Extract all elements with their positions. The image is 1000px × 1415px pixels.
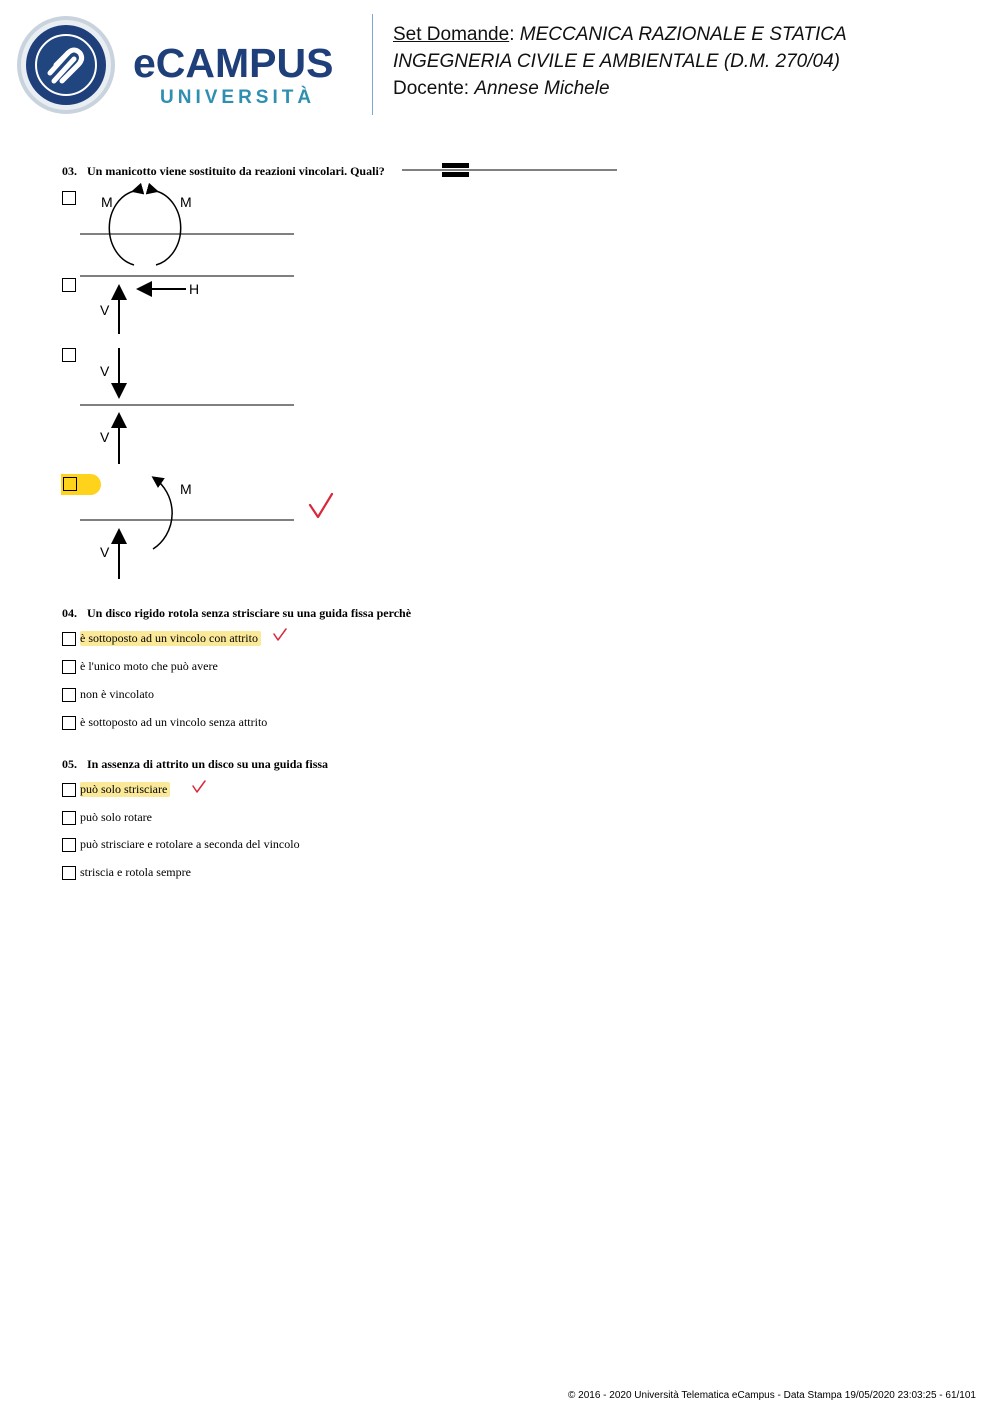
set-label: Set Domande [393,24,510,45]
q05-option-1-label[interactable]: può solo strisciare [80,782,171,797]
q03-opt1-label-m-left: M [101,194,113,210]
teacher-name: Annese Michele [474,78,610,99]
course-name: MECCANICA RAZIONALE E STATICA [519,24,847,45]
brand-subtitle: UNIVERSITÀ [160,87,316,108]
q04-option-1-checkbox[interactable] [62,632,76,646]
header-divider [372,14,373,115]
page-footer: © 2016 - 2020 Università Telematica eCam… [568,1390,976,1401]
q03-option-3-diagram [80,348,294,464]
question-text: Un disco rigido rotola senza strisciare … [87,606,412,620]
q03-option-4-checkbox[interactable] [63,477,77,491]
q03-correct-check-icon [308,492,334,519]
q05-option-2-checkbox[interactable] [62,811,76,825]
degree-name: INGEGNERIA CIVILE E AMBIENTALE (D.M. 270… [393,51,840,72]
question-03-rule [402,163,617,177]
q04-option-1-label[interactable]: è sottoposto ad un vincolo con attrito [80,631,261,646]
question-number: 03. [62,164,77,178]
q04-option-3-label[interactable]: non è vincolato [80,687,154,701]
teacher-label: Docente: [393,78,475,99]
q03-option-1-diagram [80,182,294,266]
q05-option-1-checkbox[interactable] [62,783,76,797]
question-number: 04. [62,606,77,620]
q03-opt2-label-v: V [100,302,110,318]
q03-opt2-label-h: H [189,281,200,297]
q05-option-2-label[interactable]: può solo rotare [80,810,152,824]
university-seal-logo [17,16,115,114]
q03-opt3-label-v-top: V [100,363,110,379]
q03-option-2-checkbox[interactable] [62,278,76,292]
q03-opt4-label-v: V [100,544,110,560]
q04-option-3-checkbox[interactable] [62,688,76,702]
q03-option-2-diagram [80,275,294,334]
question-03-title: 03. Un manicotto viene sostituito da reaz… [62,164,385,179]
question-05-title: 05. In assenza di attrito un disco su una… [62,757,328,772]
q05-option-4-checkbox[interactable] [62,866,76,880]
q03-opt1-label-m-right: M [180,194,192,210]
q05-option-4-label[interactable]: striscia e rotola sempre [80,865,191,879]
q03-opt4-label-m: M [180,481,192,497]
q05-option-3-checkbox[interactable] [62,838,76,852]
q04-option-2-checkbox[interactable] [62,660,76,674]
q03-option-3-checkbox[interactable] [62,348,76,362]
question-text: In assenza di attrito un disco su una gu… [87,757,329,771]
question-04-title: 04. Un disco rigido rotola senza striscia… [62,606,411,621]
q04-option-4-checkbox[interactable] [62,716,76,730]
header-line-1: Set Domande: MECCANICA RAZIONALE E STATI… [393,24,847,45]
question-text: Un manicotto viene sostituito da reazion… [87,164,385,178]
ecampus-brand: eCAMPUS UNIVERSITÀ [133,40,358,112]
q03-opt3-label-v-bottom: V [100,429,110,445]
q03-option-4-diagram [80,476,294,579]
question-number: 05. [62,757,77,771]
q03-option-4-highlight [61,474,101,495]
brand-name: eCAMPUS [133,40,334,86]
q05-correct-check-icon [192,780,206,793]
q04-option-4-label[interactable]: è sottoposto ad un vincolo senza attrito [80,715,268,729]
header-line-2: INGEGNERIA CIVILE E AMBIENTALE (D.M. 270… [393,51,840,73]
header-line-3: Docente: Annese Michele [393,78,610,100]
page-header: eCAMPUS UNIVERSITÀ Set Domande: MECCANIC… [0,0,1000,130]
q03-option-1-checkbox[interactable] [62,191,76,205]
q05-option-3-label[interactable]: può strisciare e rotolare a seconda del … [80,837,300,851]
q04-correct-check-icon [273,628,287,641]
q04-option-2-label[interactable]: è l'unico moto che può avere [80,659,218,673]
